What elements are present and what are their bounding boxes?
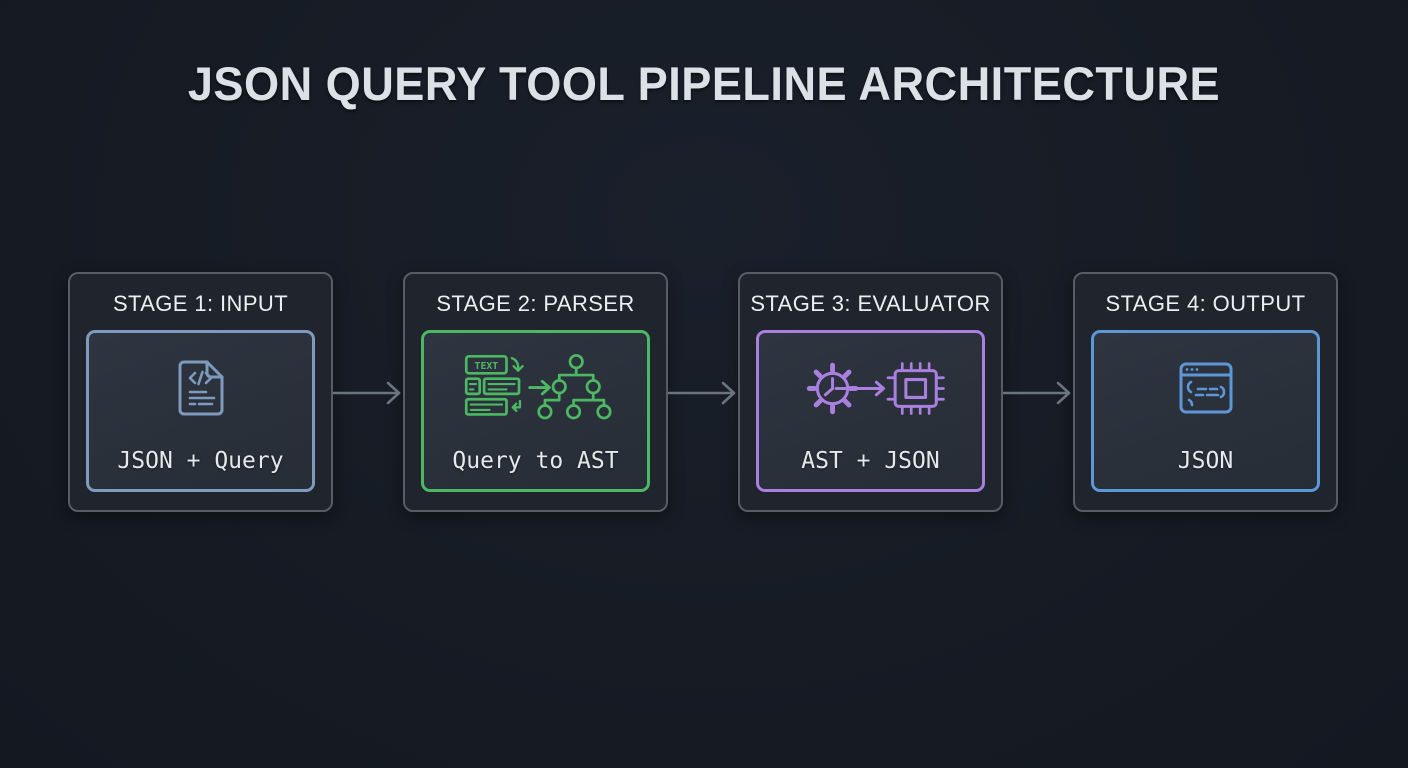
- stage-1-title: STAGE 1: INPUT: [112, 291, 289, 316]
- stage-2-inner-panel: TEXT: [421, 330, 650, 492]
- stage-2-title: STAGE 2: PARSER: [436, 291, 635, 316]
- stage-4-label: JSON: [1177, 448, 1234, 474]
- stage-1-label: JSON + Query: [117, 448, 284, 474]
- stage-4-output-panel: STAGE 4: OUTPUT JSON: [1073, 272, 1338, 512]
- json-document-icon: [169, 348, 233, 428]
- arrow-stage3-to-stage4: [1003, 381, 1073, 405]
- stage-3-inner-panel: AST + JSON: [756, 330, 985, 492]
- stage-4-inner-panel: JSON: [1091, 330, 1320, 492]
- stage-1-inner-panel: JSON + Query: [86, 330, 315, 492]
- stage-2-parser-panel: STAGE 2: PARSER TEXT: [403, 272, 668, 512]
- json-window-icon: [1173, 348, 1239, 428]
- gear-chip-icon: [795, 348, 947, 428]
- query-to-ast-icon: TEXT: [460, 348, 612, 428]
- stage-3-label: AST + JSON: [801, 448, 940, 474]
- stage-3-evaluator-panel: STAGE 3: EVALUATOR: [738, 272, 1003, 512]
- stage-3-title: STAGE 3: EVALUATOR: [750, 291, 991, 316]
- arrow-stage1-to-stage2: [333, 381, 403, 405]
- svg-text:TEXT: TEXT: [474, 360, 498, 371]
- stage-1-input-panel: STAGE 1: INPUT JSON + Query: [68, 272, 333, 512]
- stage-4-title: STAGE 4: OUTPUT: [1105, 291, 1306, 316]
- stage-2-label: Query to AST: [452, 448, 619, 474]
- page-title: JSON QUERY TOOL PIPELINE ARCHITECTURE: [187, 57, 1221, 110]
- arrow-stage2-to-stage3: [668, 381, 738, 405]
